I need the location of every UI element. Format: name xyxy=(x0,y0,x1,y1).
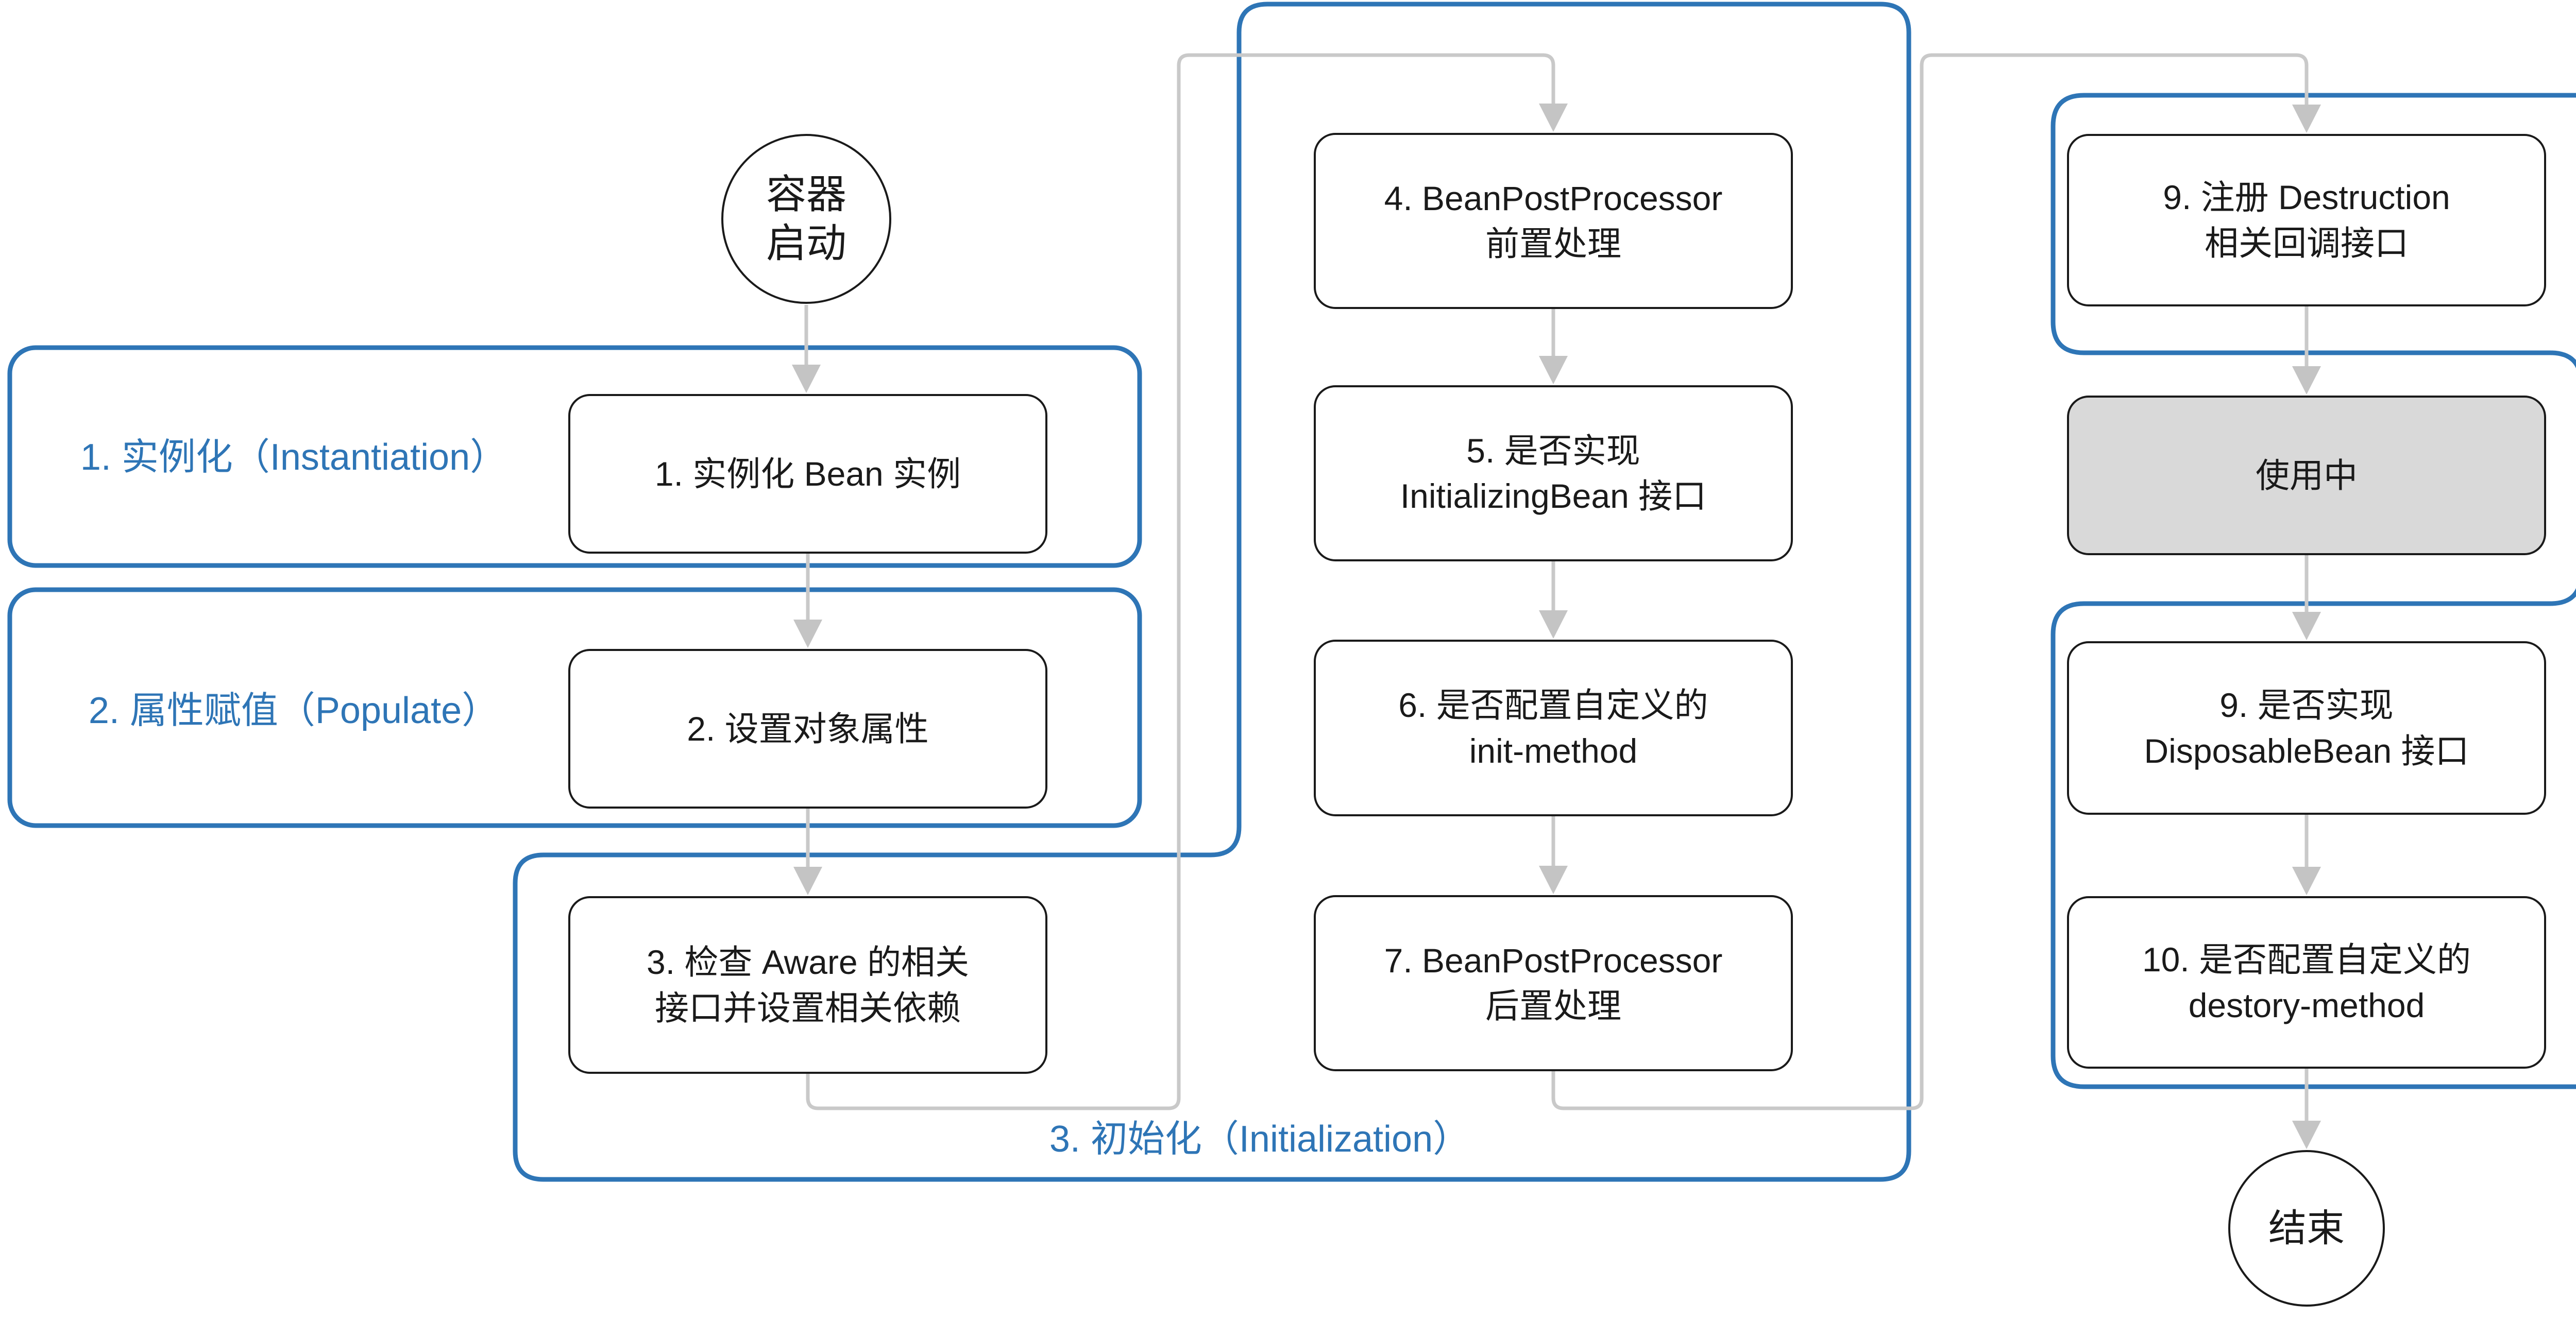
group-initialization-outline xyxy=(513,2,1911,1182)
node-step1-instantiate-bean: 1. 实例化 Bean 实例 xyxy=(568,394,1047,554)
phase-label-instantiation: 1. 实例化（Instantiation） xyxy=(80,437,507,478)
arrowhead-into-step9-register xyxy=(2292,105,2321,133)
arrowhead-step4-to-step5 xyxy=(1539,356,1568,384)
arrowhead-into-step10 xyxy=(2292,867,2321,895)
arrowhead-step1-to-step2 xyxy=(793,620,822,648)
node-start-circle: 容器 启动 xyxy=(721,134,891,304)
phase-label-populate: 2. 属性赋值（Populate） xyxy=(88,690,499,731)
group-populate-outline xyxy=(7,587,1142,828)
node-step3-check-aware: 3. 检查 Aware 的相关 接口并设置相关依赖 xyxy=(568,896,1047,1074)
node-step6-init-method: 6. 是否配置自定义的 init-method xyxy=(1314,640,1793,816)
arrowhead-into-step4 xyxy=(1539,104,1568,132)
arrowhead-step6-to-step7 xyxy=(1539,866,1568,894)
node-end-circle: 结束 xyxy=(2228,1150,2385,1307)
arrowhead-into-in-use xyxy=(2292,366,2321,395)
arrowhead-into-step9-disposable xyxy=(2292,612,2321,640)
node-step9-disposablebean: 9. 是否实现 DisposableBean 接口 xyxy=(2067,641,2546,815)
node-step2-set-properties: 2. 设置对象属性 xyxy=(568,649,1047,809)
phase-label-destruction: 4. 销毁（Destruction） xyxy=(2556,902,2576,939)
node-step9-register-destruction: 9. 注册 Destruction 相关回调接口 xyxy=(2067,134,2546,306)
connector-step7-to-step9-register xyxy=(1551,53,2309,1110)
connector-step3-to-step4 xyxy=(806,53,1555,1110)
node-step7-beanpostprocessor-after: 7. BeanPostProcessor 后置处理 xyxy=(1314,895,1793,1071)
arrowhead-step2-to-step3 xyxy=(793,867,822,895)
phase-label-initialization: 3. 初始化（Initialization） xyxy=(1049,1119,1470,1160)
group-destruction-outline xyxy=(2050,93,2576,1089)
group-instantiation-outline xyxy=(7,345,1142,568)
node-step5-initializingbean: 5. 是否实现 InitializingBean 接口 xyxy=(1314,385,1793,561)
node-step4-beanpostprocessor-before: 4. BeanPostProcessor 前置处理 xyxy=(1314,133,1793,309)
arrowhead-into-end xyxy=(2292,1121,2321,1149)
arrowhead-step5-to-step6 xyxy=(1539,610,1568,639)
node-step10-destroy-method: 10. 是否配置自定义的 destory-method xyxy=(2067,896,2546,1069)
arrowhead-start-to-step1 xyxy=(792,365,821,393)
node-in-use: 使用中 xyxy=(2067,396,2546,555)
